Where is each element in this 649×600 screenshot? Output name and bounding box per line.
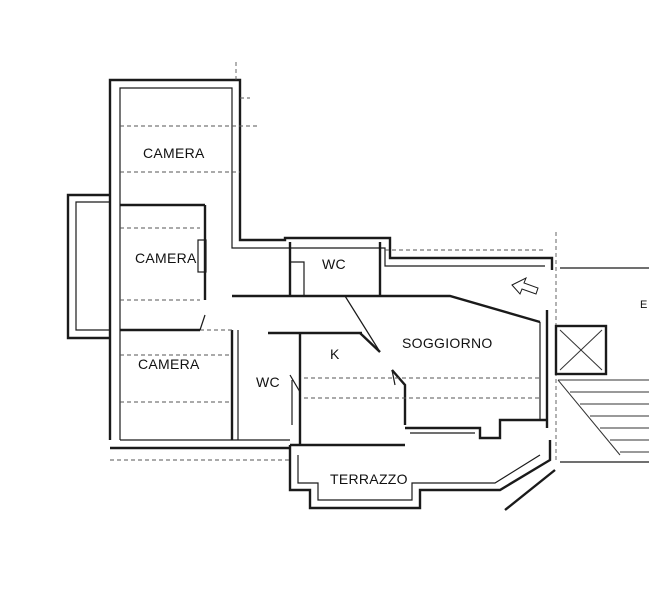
label-kitchen: K (330, 346, 340, 362)
living-room-walls (359, 294, 549, 440)
label-terrazzo: TERRAZZO (330, 471, 408, 487)
wc-lower-walls (268, 331, 362, 445)
wall-north-west-inner (119, 87, 545, 440)
dashed-guides (110, 62, 557, 461)
label-camera-top: CAMERA (143, 145, 205, 161)
living-north-diagonal (390, 294, 541, 324)
living-south (405, 418, 547, 440)
wall-north-west (108, 78, 554, 440)
label-soggiorno: SOGGIORNO (402, 335, 493, 351)
label-edge-letter: E (640, 299, 647, 311)
outer-walls (66, 78, 554, 450)
bay-window (66, 193, 110, 340)
stair-well (554, 267, 649, 463)
terrace-diagonal-rail (504, 469, 556, 511)
room-labels: CAMERA CAMERA CAMERA WC WC K SOGGIORNO T… (135, 145, 647, 487)
bedroom-partitions (120, 203, 390, 440)
kitchen-diagonal-lower (391, 369, 407, 425)
terrace-walls (288, 440, 556, 511)
label-camera-mid: CAMERA (135, 250, 197, 266)
kitchen-diagonal (359, 332, 381, 353)
wc-upper-walls (288, 242, 382, 296)
doors (199, 295, 396, 393)
wc-upper-shaft (290, 261, 305, 296)
entry-arrow-icon (511, 276, 539, 295)
label-camera-bottom: CAMERA (138, 356, 200, 372)
elevator-shaft (554, 324, 608, 376)
terrace-outline (288, 440, 552, 510)
label-wc-upper: WC (322, 256, 346, 272)
label-wc-lower: WC (256, 374, 280, 390)
wardrobe (197, 239, 207, 273)
terrace-inner (297, 454, 541, 501)
bay-window-inner (75, 201, 110, 331)
